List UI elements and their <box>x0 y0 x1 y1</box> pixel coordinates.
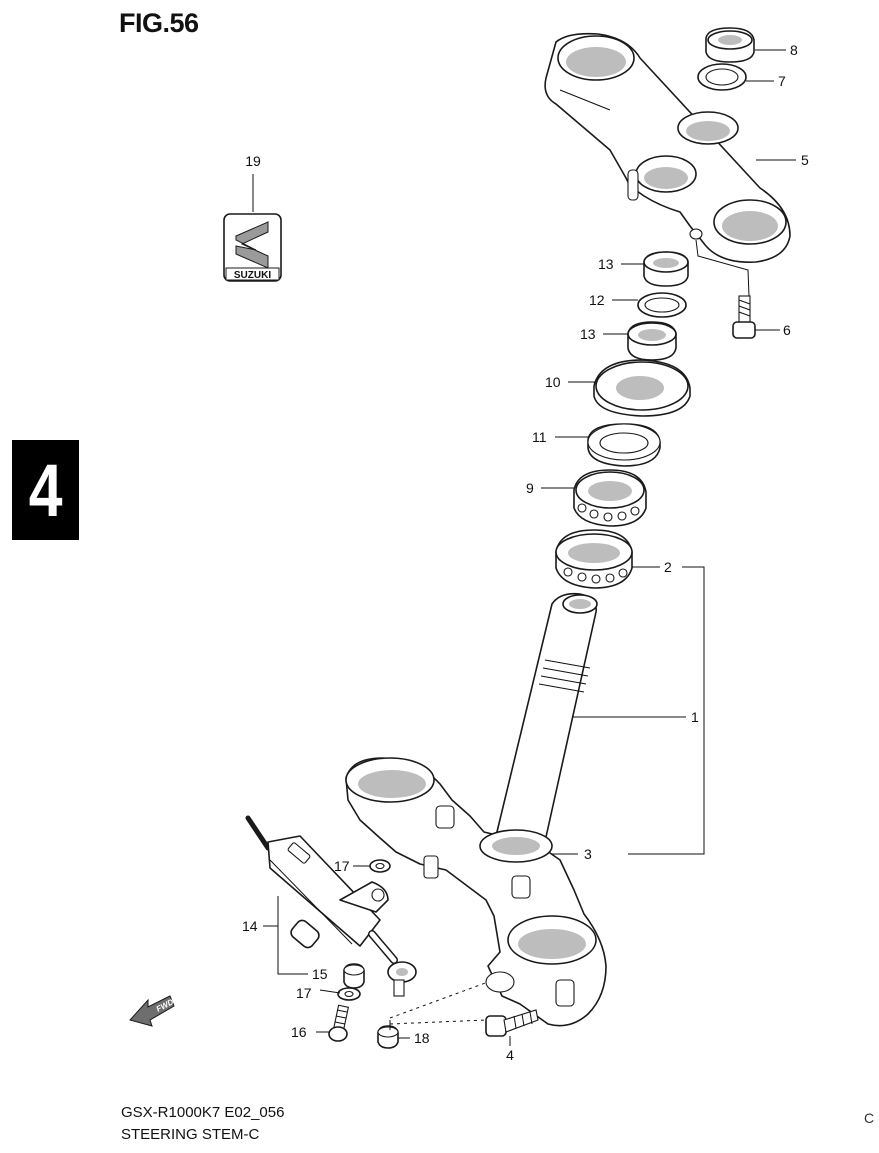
callout-2: 2 <box>664 559 672 575</box>
part-bush-15[interactable] <box>343 963 365 989</box>
callout-7: 7 <box>778 73 786 89</box>
model-code: GSX-R1000K7 E02_056 <box>121 1104 285 1121</box>
part-steering-stem-1[interactable] <box>345 592 607 1027</box>
part-seal-3[interactable] <box>479 829 553 863</box>
callout-3: 3 <box>584 846 592 862</box>
part-bolt-16[interactable] <box>328 1004 350 1042</box>
callout-1: 1 <box>691 709 699 725</box>
callout-5: 5 <box>801 152 809 168</box>
part-upper-bracket-5[interactable] <box>544 32 791 263</box>
part-washer-17a[interactable] <box>369 859 391 873</box>
callout-14: 14 <box>242 918 258 934</box>
part-washer-11[interactable] <box>587 423 661 467</box>
part-bolt-4[interactable] <box>485 1009 539 1037</box>
part-nut-18[interactable] <box>377 1025 399 1049</box>
callout-6: 6 <box>783 322 791 338</box>
part-nut-8[interactable] <box>705 27 755 63</box>
section-tab: 4 <box>12 440 79 540</box>
leader-lines <box>252 49 796 1046</box>
callout-19: 19 <box>245 153 261 169</box>
callout-18: 18 <box>414 1030 430 1046</box>
corner-mark: C <box>864 1110 875 1126</box>
callout-8: 8 <box>790 42 798 58</box>
part-washer-12[interactable] <box>637 292 687 318</box>
part-locknut-13a[interactable] <box>643 251 689 287</box>
callout-13-lower: 13 <box>580 326 596 342</box>
callout-10: 10 <box>545 374 561 390</box>
part-locknut-13b[interactable] <box>627 321 677 361</box>
callout-12: 12 <box>589 292 605 308</box>
part-emblem-19[interactable]: SUZUKI <box>223 213 282 282</box>
figure-subtitle: STEERING STEM-C <box>121 1126 260 1143</box>
callout-17-upper: 17 <box>334 858 350 874</box>
figure-title: FIG.56 <box>119 8 199 38</box>
part-bearing-9[interactable] <box>573 469 647 527</box>
callout-15: 15 <box>312 966 328 982</box>
callout-16: 16 <box>291 1024 307 1040</box>
section-tab-number: 4 <box>28 448 63 532</box>
part-seal-10[interactable] <box>593 359 691 417</box>
footer: GSX-R1000K7 E02_056 STEERING STEM-C <box>121 1102 284 1146</box>
callout-labels: 19 8 7 5 13 12 13 6 10 11 9 2 1 3 17 14 … <box>242 42 809 1063</box>
part-washer-17b[interactable] <box>337 987 361 1001</box>
callout-4: 4 <box>506 1047 514 1063</box>
callout-13-upper: 13 <box>598 256 614 272</box>
part-bolt-6[interactable] <box>732 295 756 339</box>
part-steering-damper-14[interactable] <box>245 815 417 997</box>
callout-11: 11 <box>532 429 547 445</box>
part-washer-7[interactable] <box>697 63 747 91</box>
callout-9: 9 <box>526 480 534 496</box>
part-bearing-2[interactable] <box>555 529 633 589</box>
callout-17-lower: 17 <box>296 985 312 1001</box>
fwd-arrow-icon: FWD <box>129 995 175 1027</box>
emblem-text: SUZUKI <box>234 270 271 281</box>
